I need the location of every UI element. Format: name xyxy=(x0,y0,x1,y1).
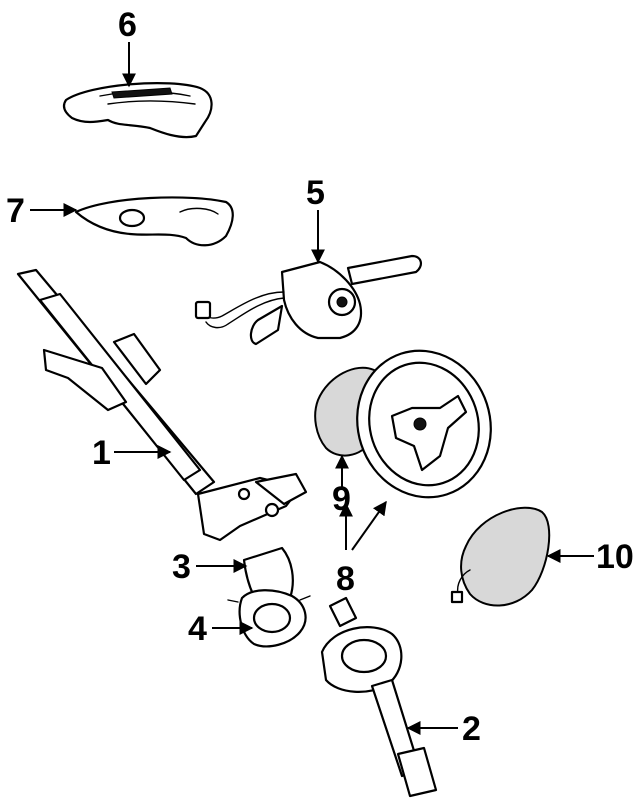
callout-2: 2 xyxy=(462,710,481,748)
callout-4: 4 xyxy=(188,610,207,648)
callout-8: 8 xyxy=(336,560,355,598)
callout-5: 5 xyxy=(306,174,325,212)
lower-column-cover xyxy=(74,196,234,247)
callout-10: 10 xyxy=(596,538,634,576)
airbag-cover xyxy=(450,506,551,607)
steering-column xyxy=(16,268,308,542)
callout-1: 1 xyxy=(92,434,111,472)
leader-lines xyxy=(30,42,594,735)
combination-switch xyxy=(194,254,422,346)
callout-6: 6 xyxy=(118,6,137,44)
callout-3: 3 xyxy=(172,548,191,586)
steering-wheel xyxy=(356,349,492,499)
callout-7: 7 xyxy=(6,192,25,230)
column-bracket xyxy=(227,589,311,648)
upper-column-cover xyxy=(62,82,213,139)
callout-9: 9 xyxy=(332,480,351,518)
intermediate-shaft xyxy=(320,596,438,798)
